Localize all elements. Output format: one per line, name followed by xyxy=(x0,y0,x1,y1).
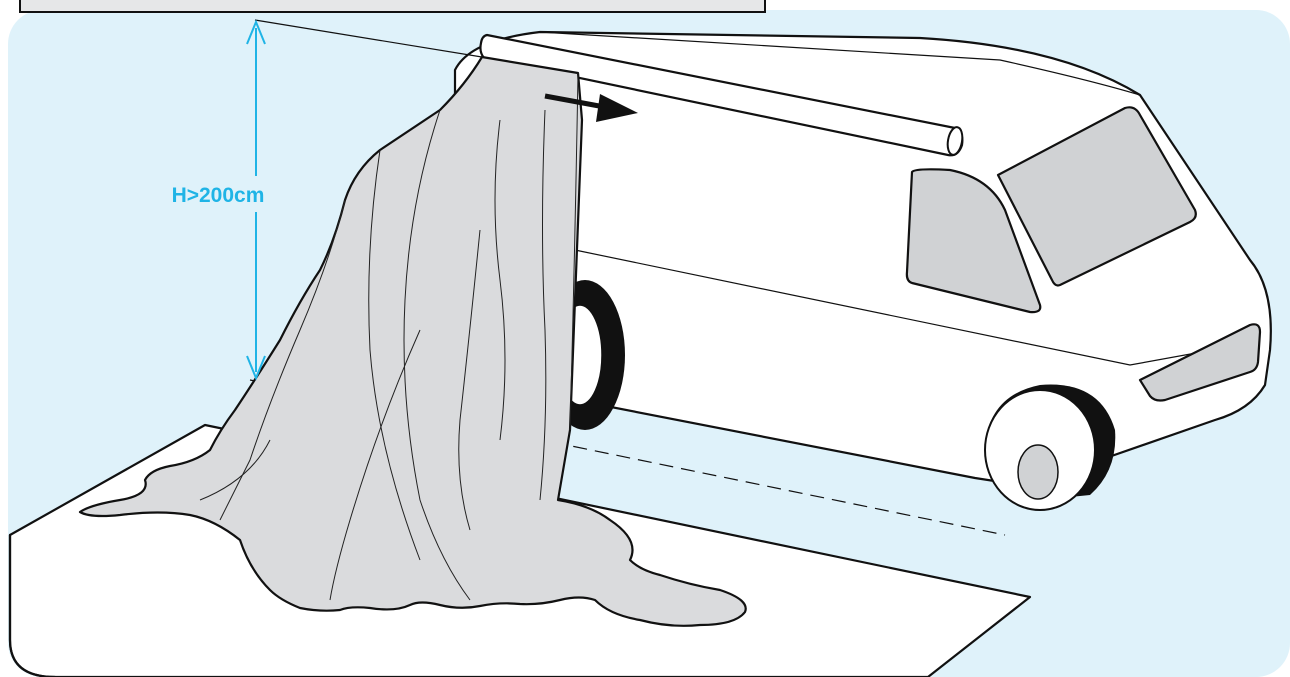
awning-roller xyxy=(479,33,964,157)
windshield xyxy=(996,106,1197,287)
front-wheel xyxy=(984,384,1116,511)
ground-reference-line xyxy=(249,379,1006,536)
wall-plate xyxy=(19,0,766,13)
double-headed-vertical-arrow-icon xyxy=(246,19,266,381)
awning-fabric xyxy=(78,55,747,627)
headlight xyxy=(1138,323,1262,402)
side-window xyxy=(905,168,1042,314)
arrow-right-icon xyxy=(544,93,638,122)
height-label: H>200cm xyxy=(172,184,265,207)
height-reference-line xyxy=(254,19,489,59)
